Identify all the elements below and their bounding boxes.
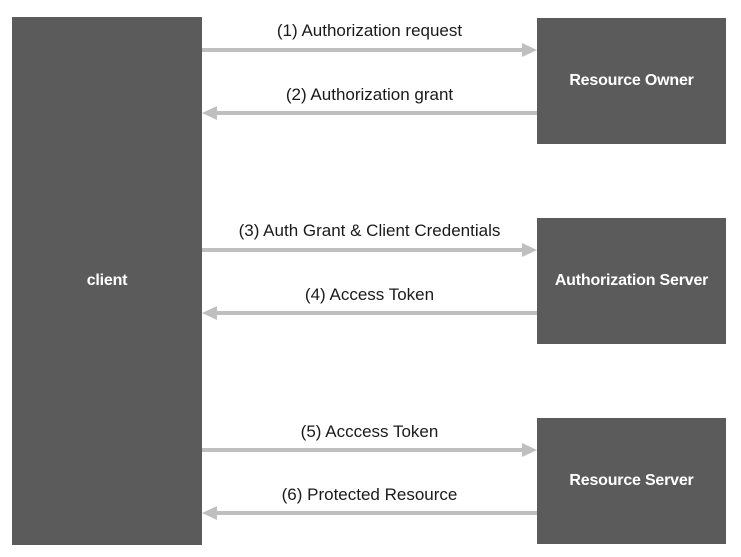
message-4-arrow [202, 306, 537, 320]
resource-owner-label: Resource Owner [569, 72, 694, 89]
message-4-label: (4) Access Token [304, 285, 435, 304]
resource-server-node: Resource Server [537, 418, 726, 544]
message-5-arrow [202, 443, 537, 457]
message-6-arrow [202, 506, 537, 520]
resource-server-label: Resource Server [569, 472, 694, 489]
message-1-label: (1) Authorization request [276, 21, 463, 40]
client-label: client [86, 272, 128, 289]
message-3-label: (3) Auth Grant & Client Credentials [238, 221, 501, 240]
resource-owner-node: Resource Owner [537, 18, 726, 144]
message-2-arrow [202, 106, 537, 120]
authorization-server-label: Authorization Server [554, 272, 709, 289]
message-6-label: (6) Protected Resource [281, 485, 458, 504]
authorization-server-node: Authorization Server [537, 218, 726, 344]
client-node: client [12, 17, 202, 545]
message-5-label: (5) Acccess Token [300, 422, 439, 441]
message-2-label: (2) Authorization grant [285, 85, 454, 104]
message-3-arrow [202, 243, 537, 257]
message-1-arrow [202, 43, 537, 57]
